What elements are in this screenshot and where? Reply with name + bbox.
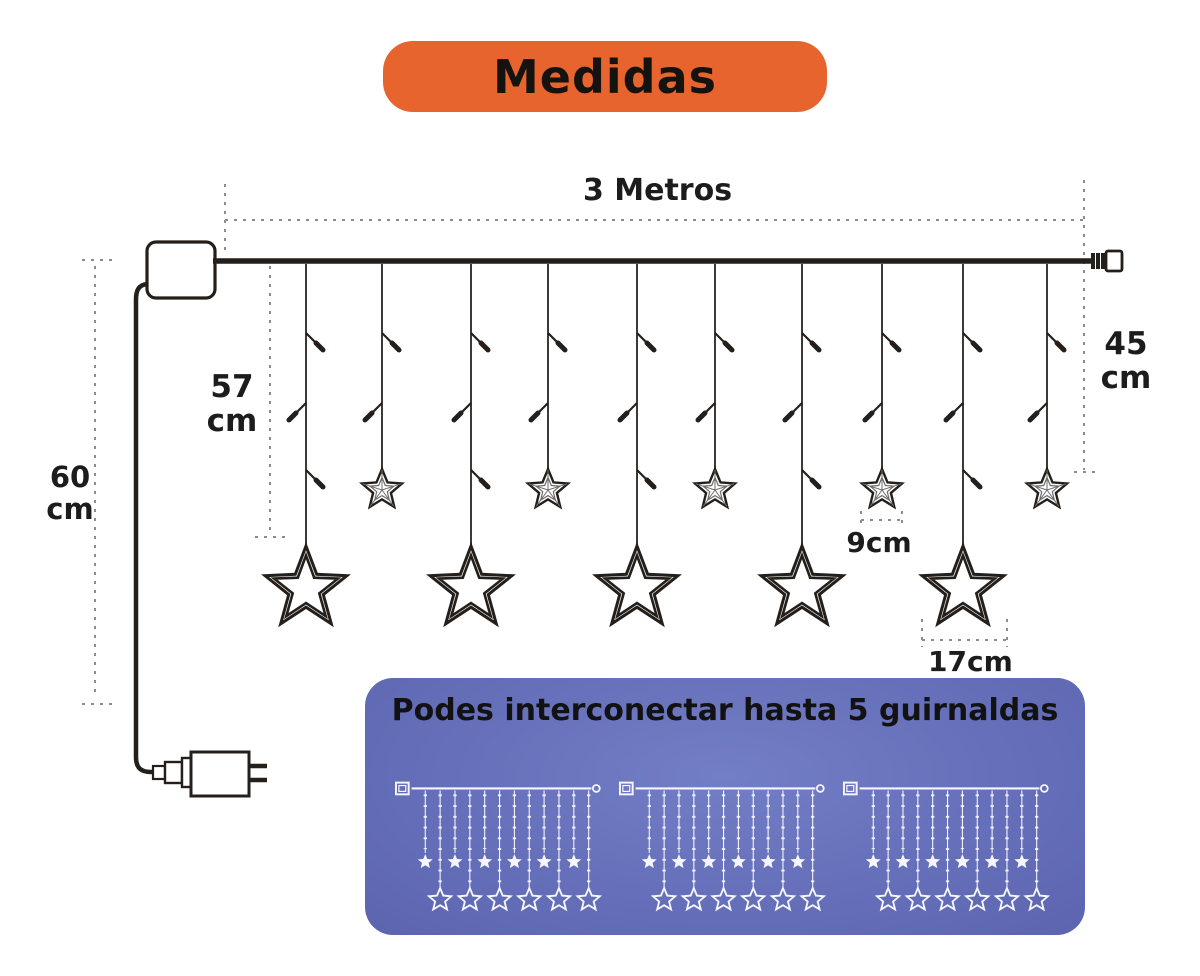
short-drop-unit: cm	[1100, 360, 1152, 397]
big-star	[426, 541, 516, 628]
long-strand	[261, 264, 351, 628]
small-star	[858, 465, 906, 510]
interconnect-heading: Podes interconectar hasta 5 guirnaldas	[365, 693, 1085, 730]
measure-lines	[82, 180, 1098, 705]
interconnect-heading-line2: guirnaldas	[879, 693, 1059, 728]
mini-plug-icon	[618, 781, 634, 796]
controller-box	[145, 240, 217, 300]
mini-ring-icon	[815, 784, 825, 793]
mini-curtain-illustration	[394, 781, 602, 912]
long-drop-value: 57	[210, 369, 254, 405]
lead-wire-value: 60	[49, 460, 91, 494]
short-strand	[524, 264, 572, 510]
long-drop-label: 57 cm	[196, 370, 268, 438]
small-star-width-value: 9cm	[846, 526, 912, 559]
mini-ring-icon	[1039, 784, 1049, 793]
short-drop-label: 45 cm	[1092, 327, 1160, 395]
page-title: Medidas	[492, 49, 718, 104]
lead-wire-label: 60 cm	[36, 460, 104, 526]
long-strand	[592, 264, 682, 628]
small-star	[691, 465, 739, 510]
mini-curtain-row	[365, 778, 1085, 926]
big-star	[592, 541, 682, 628]
big-star-width-value: 17cm	[928, 645, 1013, 678]
interconnect-heading-line1: Podes interconectar hasta 5	[391, 693, 869, 728]
interconnect-panel: Podes interconectar hasta 5 guirnaldas	[365, 678, 1085, 935]
power-plug-icon	[151, 750, 267, 798]
connector-icon	[1091, 249, 1124, 273]
mini-plug-icon	[394, 781, 410, 796]
long-drop-unit: cm	[206, 403, 258, 440]
big-star	[757, 541, 847, 628]
big-star	[918, 541, 1008, 628]
big-star	[261, 541, 351, 628]
total-length-value: 3 Metros	[582, 173, 733, 208]
short-drop-value: 45	[1104, 326, 1148, 362]
mini-plug-icon	[842, 781, 858, 796]
small-star	[524, 465, 572, 510]
lead-wire	[133, 281, 156, 775]
mini-curtain-illustration	[842, 781, 1050, 912]
short-strand	[1023, 264, 1071, 510]
long-strand	[918, 264, 1008, 628]
long-strand	[757, 264, 847, 628]
short-strand	[691, 264, 739, 510]
small-star	[358, 465, 406, 510]
lead-wire-unit: cm	[46, 491, 94, 526]
long-strand	[426, 264, 516, 628]
short-strand	[858, 264, 906, 510]
short-strand	[358, 264, 406, 510]
small-star	[1023, 465, 1071, 510]
mini-curtain-illustration	[618, 781, 826, 912]
big-star-width-label: 17cm	[928, 645, 1013, 678]
title-banner: Medidas	[383, 41, 827, 112]
small-star-width-label: 9cm	[844, 526, 914, 559]
total-length-label: 3 Metros	[565, 174, 750, 207]
mini-ring-icon	[591, 784, 601, 793]
